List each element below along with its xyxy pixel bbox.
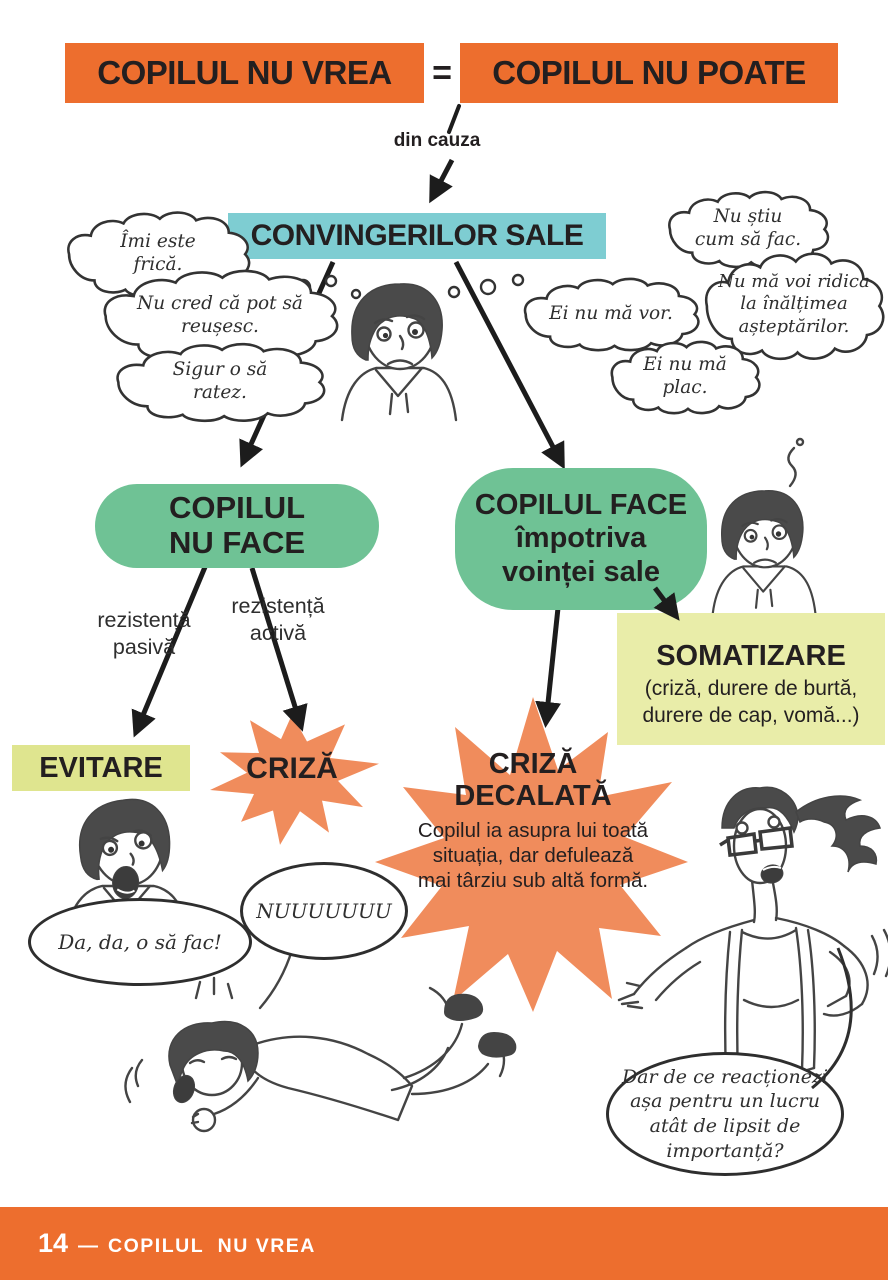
title-right-text: COPILUL NU POATE [492,54,806,91]
title-left-text: COPILUL NU VREA [97,54,392,91]
slash-mark [447,104,461,134]
cause-label: din cauza [393,130,481,151]
line-active-resistance [249,567,308,732]
node-do-line1: COPILUL FACE [474,488,688,521]
footer-text: 14 — COPILUL NU VREA [38,1228,316,1259]
thought-cloud-fear: Îmi este frică. [60,208,256,302]
node-do-line2: împotriva [515,522,647,555]
label-passive-resistance: rezistență pasivă [85,607,203,661]
node-do-line3: voinței sale [502,555,660,588]
passive-line2: pasivă [112,634,176,659]
label-active-resistance: rezistență activă [218,593,338,647]
node-child-does-against-will: COPILUL FACE împotriva voinței sale [455,468,707,610]
speech-bubble-avoid: Da, da, o să fac! [28,898,252,986]
thought-cloud-dont-know-how-text: Nu știu cum să fac. [694,206,802,251]
thought-cloud-expectations-text: Nu mă voi ridica la înălțimea așteptăril… [718,270,870,337]
arrow-do-to-delayed-crisis [535,607,562,728]
delayed-crisis-body: Copilul ia asupra lui toată situația, da… [417,819,649,892]
active-line2: activă [249,620,307,645]
thought-cloud-dont-want-me: Ei nu mă vor. [517,275,705,355]
speech-bubble-mother: Dar de ce reacționezi așa pentru un lucr… [606,1052,844,1176]
node-not-do-line1: COPILUL [168,490,306,526]
worried-boy-illustration [340,282,458,422]
uneasy-boy-illustration [711,437,817,615]
thought-cloud-dont-like-me: Ei nu mă plac. [605,338,765,418]
page-number: 14 [38,1228,69,1258]
arrow-cause-to-beliefs [429,158,455,204]
somatization-title: SOMATIZARE [656,640,846,672]
equals-sign: = [432,53,452,92]
node-not-do-line2: NU FACE [168,525,306,560]
delayed-crisis-title2: DECALATĂ [454,780,612,813]
thought-cloud-will-fail-text: Sigur o să ratez. [172,359,268,404]
footer-dash: — [78,1235,99,1257]
active-line1: rezistență [231,594,325,618]
title-banner-left: COPILUL NU VREA [65,43,424,103]
delayed-crisis-title1: CRIZĂ [488,748,578,780]
thought-cloud-fear-text: Îmi este frică. [120,230,196,276]
delayed-crisis-title: CRIZĂ DECALATĂ [408,748,658,813]
thought-cloud-dont-like-me-text: Ei nu mă plac. [643,354,727,399]
node-child-does-not-do: COPILUL NU FACE [95,484,379,568]
chapter-title: COPILUL NU VREA [108,1235,316,1257]
thought-cloud-will-fail: Sigur o să ratez. [108,340,332,426]
somatization-subtitle: (criză, durere de burtă, durere de cap, … [642,677,860,727]
thought-cloud-dont-know-how: Nu știu cum să fac. [662,188,834,272]
somatization-box: SOMATIZARE (criză, durere de burtă, dure… [617,613,885,745]
passive-line1: rezistență [97,608,191,632]
title-banner-right: COPILUL NU POATE [460,43,838,103]
thought-cloud-dont-want-me-text: Ei nu mă vor. [549,302,673,324]
crisis-star-label: CRIZĂ [246,752,338,785]
beliefs-box: CONVINGERILOR SALE [228,213,606,259]
speech-bubble-no: NUUUUUUU [240,862,408,960]
avoidance-box: EVITARE [12,745,190,791]
page-footer: 14 — COPILUL NU VREA [0,1207,888,1280]
thought-cloud-expectations: Nu mă voi ridica la înălțimea așteptăril… [698,248,888,366]
mother-illustration [617,786,888,1078]
